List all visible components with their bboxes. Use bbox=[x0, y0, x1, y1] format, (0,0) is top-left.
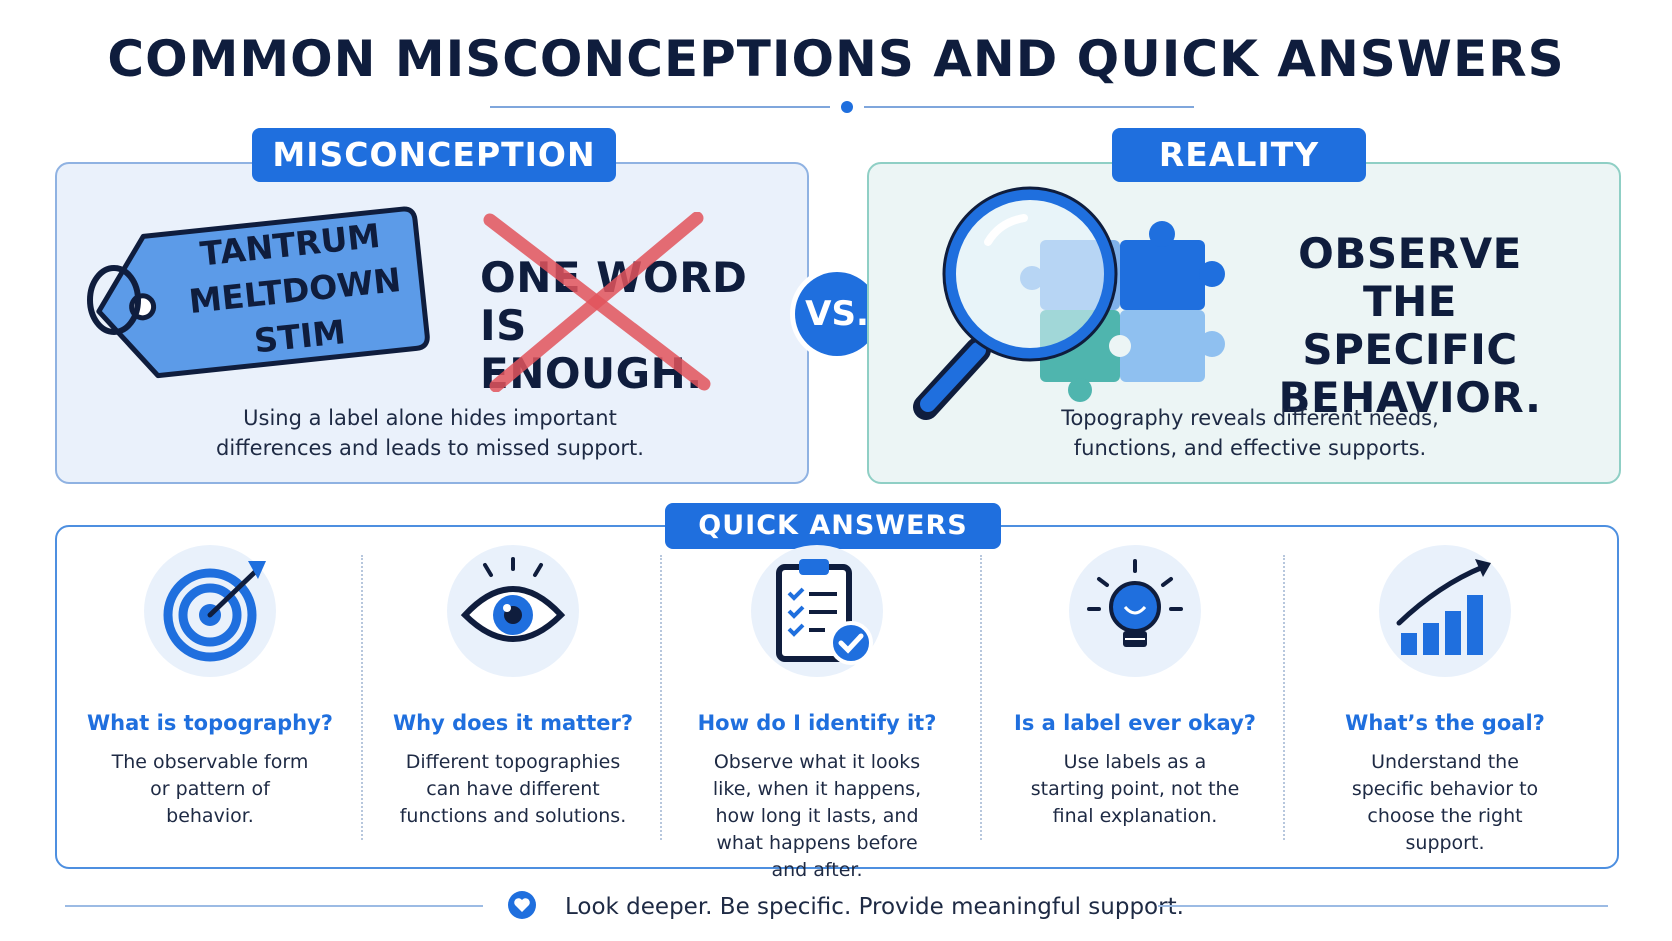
reality-headline-line-3: BEHAVIOR. bbox=[1278, 373, 1542, 422]
misconception-tab: MISCONCEPTION bbox=[252, 128, 616, 182]
eye-icon bbox=[447, 545, 579, 677]
quick-answer-label-okay: Is a label ever okay? Use labels as a st… bbox=[985, 545, 1285, 830]
quick-answers-tab: QUICK ANSWERS bbox=[665, 503, 1001, 549]
reality-headline: OBSERVE THE SPECIFIC BEHAVIOR. bbox=[1245, 230, 1575, 422]
clipboard-check-icon bbox=[751, 545, 883, 677]
title-divider-right bbox=[864, 106, 1194, 108]
column-divider bbox=[660, 555, 662, 840]
quick-answer-identify: How do I identify it? Observe what it lo… bbox=[667, 545, 967, 884]
column-divider bbox=[980, 555, 982, 840]
red-x-icon bbox=[482, 211, 712, 393]
quick-answer-title: Why does it matter? bbox=[392, 711, 634, 735]
vs-badge: VS. bbox=[795, 272, 879, 356]
column-divider bbox=[1283, 555, 1285, 840]
quick-answer-text: Understand the specific behavior to choo… bbox=[1351, 751, 1539, 854]
reality-description: Topography reveals different needs, func… bbox=[1010, 403, 1490, 463]
footer-divider-right bbox=[1158, 905, 1608, 907]
reality-tab: REALITY bbox=[1112, 128, 1366, 182]
quick-answer-text: Observe what it looks like, when it happ… bbox=[712, 751, 922, 881]
quick-answer-title: Is a label ever okay? bbox=[1014, 711, 1256, 735]
quick-answer-text: The observable form or pattern of behavi… bbox=[111, 751, 309, 827]
target-icon bbox=[144, 545, 276, 677]
label-tag-icon bbox=[80, 200, 430, 390]
footer-tagline: Look deeper. Be specific. Provide meanin… bbox=[565, 894, 1184, 920]
quick-answer-title: How do I identify it? bbox=[697, 711, 937, 735]
quick-answer-why-matter: Why does it matter? Different topographi… bbox=[363, 545, 663, 830]
page-title: COMMON MISCONCEPTIONS AND QUICK ANSWERS bbox=[107, 30, 1565, 88]
quick-answer-text: Different topographies can have differen… bbox=[399, 751, 627, 827]
quick-answer-goal: What’s the goal? Understand the specific… bbox=[1295, 545, 1595, 857]
reality-headline-line-2: SPECIFIC bbox=[1302, 325, 1518, 374]
misconception-description: Using a label alone hides important diff… bbox=[160, 403, 700, 463]
misconception-desc-line-2: differences and leads to missed support. bbox=[216, 436, 644, 460]
heart-icon bbox=[507, 890, 537, 920]
label-tag-text: TANTRUM MELTDOWN STIM bbox=[163, 209, 426, 372]
magnifier-puzzle-icon bbox=[900, 182, 1240, 422]
growth-chart-icon bbox=[1379, 545, 1511, 677]
title-divider-dot bbox=[841, 101, 853, 113]
title-divider-left bbox=[490, 106, 830, 108]
quick-answer-title: What is topography? bbox=[87, 711, 333, 735]
quick-answer-title: What’s the goal? bbox=[1345, 711, 1545, 735]
quick-answer-text: Use labels as a starting point, not the … bbox=[1030, 751, 1240, 827]
lightbulb-icon bbox=[1069, 545, 1201, 677]
reality-desc-line-1: Topography reveals different needs, bbox=[1061, 406, 1439, 430]
quick-answer-topography: What is topography? The observable form … bbox=[60, 545, 360, 830]
reality-desc-line-2: functions, and effective supports. bbox=[1073, 436, 1427, 460]
reality-headline-line-1: OBSERVE THE bbox=[1298, 229, 1522, 326]
misconception-desc-line-1: Using a label alone hides important bbox=[243, 406, 617, 430]
footer-divider-left bbox=[65, 905, 483, 907]
column-divider bbox=[361, 555, 363, 840]
